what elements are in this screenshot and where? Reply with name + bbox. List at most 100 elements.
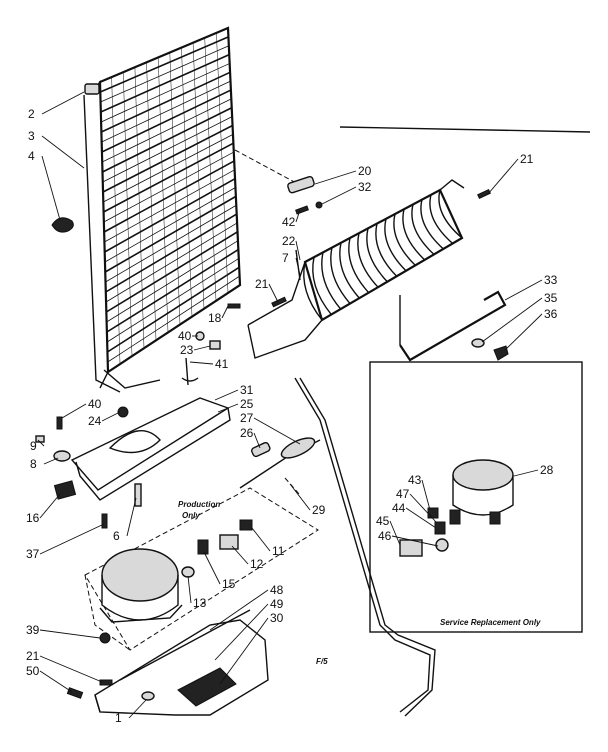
leader-line-c13 <box>187 575 192 604</box>
callout-c26: 26 <box>240 426 254 440</box>
screw-part-42 <box>295 205 309 215</box>
clip-part-23 <box>209 340 221 350</box>
clamp-part-36 <box>493 345 509 361</box>
condenser-wire <box>169 52 181 325</box>
leader-line-c41 <box>189 361 214 365</box>
callout-c28: 28 <box>540 463 554 477</box>
condenser-wire <box>123 72 133 357</box>
evaporator-coil-loop <box>420 199 444 250</box>
overload-part-11 <box>239 519 253 531</box>
callout-c2: 2 <box>28 107 35 121</box>
nut-part-24 <box>117 406 129 418</box>
leader-line-c48 <box>209 589 269 631</box>
tube-assembly-part-33 <box>399 290 507 362</box>
condenser-coil-row <box>102 107 233 173</box>
condenser-coil-row <box>106 258 239 343</box>
callout-c21a: 21 <box>520 152 534 166</box>
leader-line-c40b <box>61 403 87 419</box>
callout-c36: 36 <box>544 307 558 321</box>
production-only-label-line1: Production <box>178 500 220 509</box>
condenser-wire <box>134 67 145 349</box>
screw-part-18 <box>227 303 241 309</box>
leader-line-c29 <box>289 483 311 511</box>
condenser-coil-row <box>100 53 230 113</box>
condenser-wire <box>181 47 193 317</box>
relay-part-12 <box>219 534 239 550</box>
callout-c48: 48 <box>270 583 284 597</box>
leader-line-c21a <box>487 158 519 195</box>
condenser-coil-row <box>102 116 233 183</box>
leader-line-c12 <box>231 545 249 565</box>
leader-line-c35 <box>481 297 543 343</box>
leader-line-c3 <box>41 135 85 169</box>
callout-c16: 16 <box>26 511 40 525</box>
drier-part-20 <box>287 175 315 194</box>
evaporator-coil-loop <box>375 223 398 277</box>
evaporator-coil-loop <box>339 242 360 299</box>
condenser-coil-row <box>99 36 229 93</box>
tube-part-6 <box>134 483 142 507</box>
evaporator-coil-loop <box>402 209 426 261</box>
leader-line-c26 <box>253 432 261 449</box>
callout-c24: 24 <box>88 414 102 428</box>
callout-c6: 6 <box>113 529 120 543</box>
condenser-coil-row <box>102 98 232 163</box>
leader-line-c44 <box>405 507 437 529</box>
leader-line-c16 <box>39 493 61 519</box>
evaporator-coil-loop <box>348 237 370 294</box>
evaporator-coil-loop <box>357 233 379 288</box>
condenser-coil-row <box>106 248 239 333</box>
callout-c3: 3 <box>28 129 35 143</box>
condenser-coil-row <box>100 45 229 103</box>
leader-lines <box>37 91 543 719</box>
leader-line-c18 <box>221 305 229 319</box>
condenser-coil-row <box>103 151 234 223</box>
tube-end-part-29 <box>284 477 301 496</box>
screw-part-37 <box>101 513 108 529</box>
callout-c27: 27 <box>240 411 254 425</box>
leader-line-c37 <box>39 523 105 555</box>
screw-part-21-mid <box>271 296 287 308</box>
leader-line-c6 <box>126 497 137 537</box>
evaporator-coil-loop <box>429 194 454 244</box>
condenser-wire <box>111 77 121 365</box>
callout-c41: 41 <box>215 357 229 371</box>
leader-line-c39 <box>39 629 101 639</box>
condenser-dash-lead <box>234 149 301 186</box>
evaporator-coil-loop <box>393 213 416 266</box>
leader-line-c24 <box>101 411 121 422</box>
screw-part-21-top <box>477 188 491 200</box>
condenser-coil-row <box>105 222 238 303</box>
leader-line-c49 <box>214 603 269 661</box>
callout-c13: 13 <box>193 596 207 610</box>
wire-part-41 <box>181 357 199 386</box>
callout-c35: 35 <box>544 291 558 305</box>
evaporator-coil-loop <box>438 189 463 239</box>
condenser-coil-row <box>106 240 239 323</box>
fan-bracket-part-30 <box>177 667 237 707</box>
leader-line-c36 <box>504 313 543 351</box>
base-plate <box>94 609 269 716</box>
callout-c18: 18 <box>208 311 222 325</box>
callout-c50: 50 <box>26 664 40 678</box>
condenser-coil-row <box>104 195 237 273</box>
condenser-coil-row <box>105 204 237 283</box>
callout-c32: 32 <box>358 180 372 194</box>
callout-c39: 39 <box>26 623 40 637</box>
leader-line-c2 <box>41 91 85 115</box>
condenser-coil-row <box>99 27 229 83</box>
leader-line-c7 <box>295 257 301 276</box>
callout-c11: 11 <box>272 544 285 558</box>
callout-c21c: 21 <box>26 649 40 663</box>
condenser-coil-row <box>107 275 240 363</box>
condenser-wire <box>146 62 157 341</box>
leader-line-c1 <box>128 699 147 719</box>
condenser-coil-row <box>105 231 238 313</box>
condenser-coil-row <box>103 133 234 203</box>
callout-c44: 44 <box>392 501 406 515</box>
leader-line-c33 <box>504 279 543 301</box>
leader-line-c20 <box>314 170 357 185</box>
leader-line-c42 <box>295 209 301 223</box>
screw-part-40-left <box>56 416 63 430</box>
